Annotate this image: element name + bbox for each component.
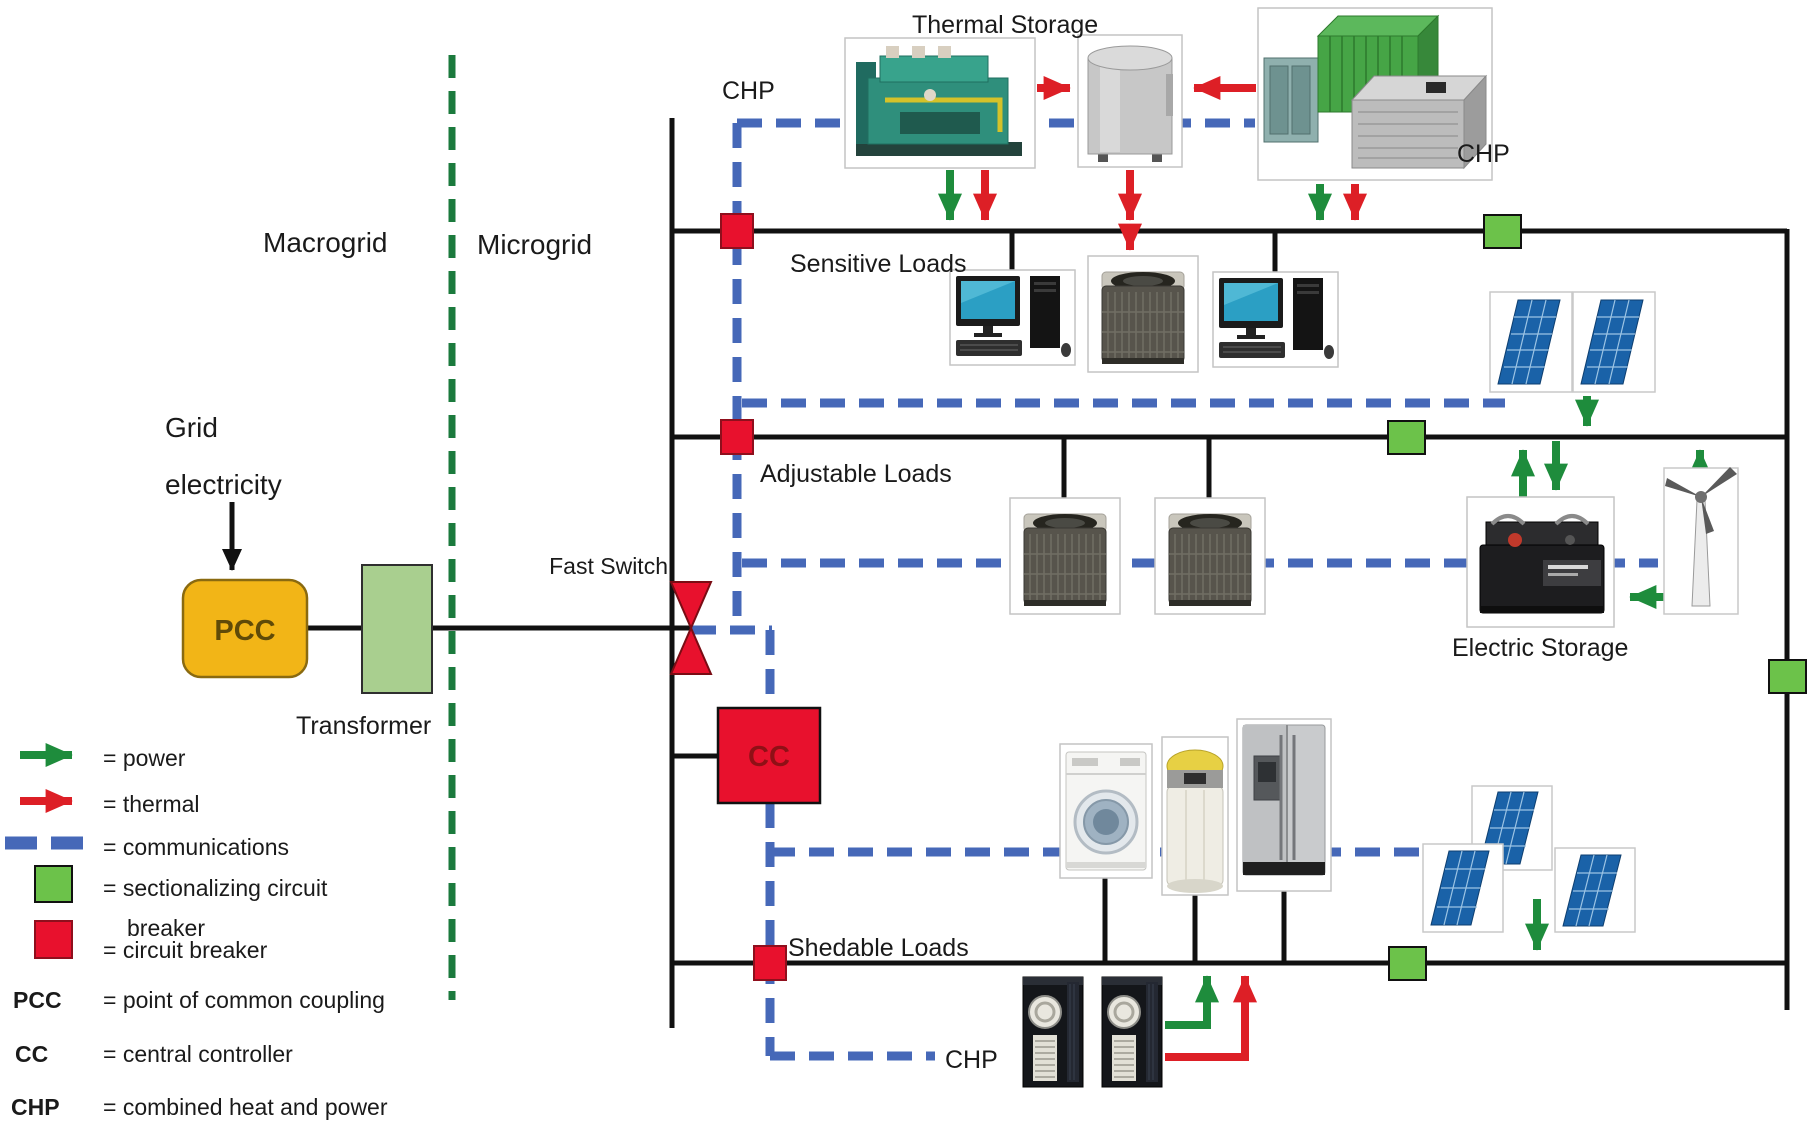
chp-container-image (1257, 7, 1493, 181)
sectionalizing-breaker-right (1768, 659, 1807, 694)
sectionalizing-breaker-adjustable (1387, 420, 1426, 455)
thermal-storage-label: Thermal Storage (912, 11, 1098, 39)
fast-switch-symbol (669, 581, 713, 675)
computer-1-image (949, 269, 1076, 366)
legend-thermal-label: = thermal (103, 791, 200, 817)
circuit-breaker-adjustable (720, 419, 754, 455)
legend-pcc-abbr: PCC (13, 987, 62, 1013)
legend-sectionalizing-label: = sectionalizing circuit (103, 875, 328, 901)
grid-electricity-label-line2: electricity (165, 469, 282, 500)
transformer-box (361, 564, 433, 694)
grid-electricity-label-line1: Grid (165, 412, 218, 443)
legend-sectionalizing-label-line2: breaker (127, 915, 205, 941)
pcc-box-label: PCC (214, 615, 275, 647)
wind-turbine-image (1663, 467, 1739, 615)
solar-panel-triple-image (1422, 785, 1636, 933)
computer-2-image (1212, 271, 1339, 368)
washing-machine-image (1059, 743, 1153, 879)
legend-pcc-meaning: = point of common coupling (103, 987, 385, 1013)
legend-chp-meaning: = combined heat and power (103, 1094, 388, 1120)
refrigerator-image (1236, 718, 1332, 892)
electric-storage-battery-image (1466, 496, 1615, 628)
legend-circuit-breaker-label: = circuit breaker (103, 937, 268, 963)
sensitive-loads-label: Sensitive Loads (790, 250, 967, 278)
sectionalizing-breaker-shedable (1388, 946, 1427, 981)
power-arrow-chp-bottom (1165, 975, 1219, 1029)
chp-top-label: CHP (722, 77, 775, 105)
electric-storage-label: Electric Storage (1452, 634, 1628, 662)
thermal-arrow-chp-bottom (1165, 975, 1257, 1061)
adjustable-loads-label: Adjustable Loads (760, 460, 952, 488)
sectionalizing-breakers (1387, 214, 1807, 981)
solar-panel-pair-image (1489, 291, 1656, 393)
chp-bottom-label: CHP (945, 1046, 998, 1074)
chp-appliance-1-image (1022, 976, 1084, 1088)
cc-box-label: CC (748, 741, 790, 773)
pcc-box (181, 578, 309, 679)
ac-unit-adjustable-2-image (1154, 497, 1266, 615)
macrogrid-label: Macrogrid (263, 227, 387, 258)
circuit-breaker-sensitive (720, 213, 754, 249)
chp-right-label: CHP (1457, 140, 1510, 168)
power-bus-lines (307, 118, 1790, 1028)
shedable-loads-label: Shedable Loads (788, 934, 969, 962)
chp-appliance-2-image (1101, 976, 1163, 1088)
legend-chp-abbr: CHP (11, 1094, 60, 1120)
sectionalizing-breaker-sensitive (1483, 214, 1522, 249)
fast-switch-label: Fast Switch (549, 553, 668, 579)
legend-cc-meaning: = central controller (103, 1041, 293, 1067)
legend-communications-label: = communications (103, 834, 289, 860)
legend-circuit-breaker-swatch (34, 920, 73, 959)
thermal-storage-tank-image (1077, 34, 1183, 168)
circuit-breakers (720, 213, 787, 981)
cc-box (716, 706, 822, 805)
circuit-breaker-shedable (753, 945, 787, 981)
legend-sectionalizing-breaker-swatch (34, 865, 73, 903)
chp-generator-image (844, 37, 1036, 169)
ac-unit-sensitive-image (1087, 255, 1199, 373)
legend-cc-abbr: CC (15, 1041, 48, 1067)
water-heater-image (1161, 736, 1229, 896)
transformer-label: Transformer (296, 712, 431, 740)
legend-power-label: = power (103, 745, 186, 771)
ac-unit-adjustable-1-image (1009, 497, 1121, 615)
microgrid-label: Microgrid (477, 229, 592, 260)
power-arrows (938, 170, 1712, 1029)
thermal-arrows (973, 76, 1367, 1061)
